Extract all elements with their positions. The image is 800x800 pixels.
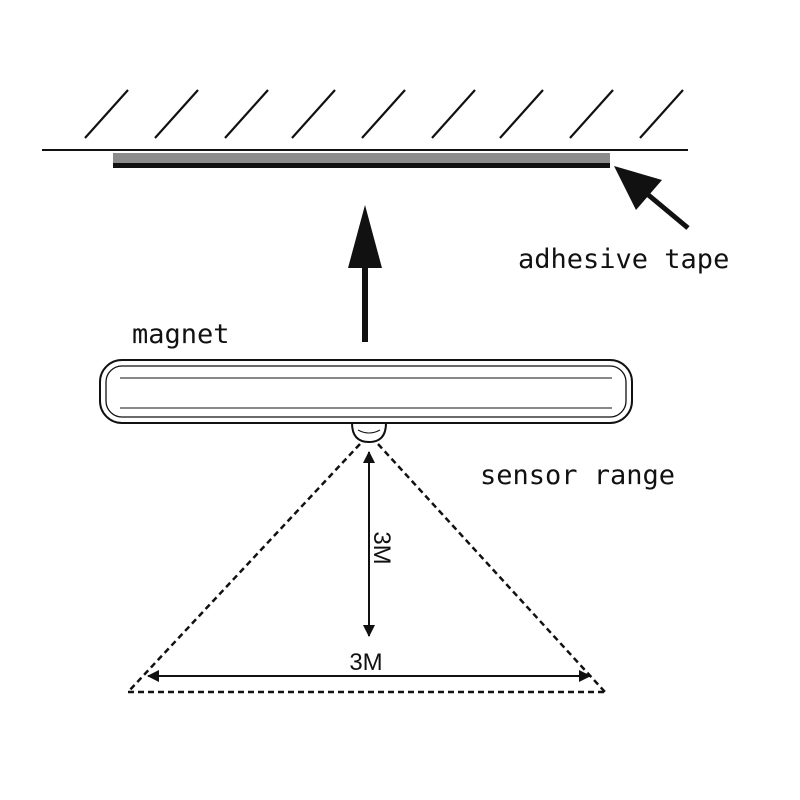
adhesive-tape-strip bbox=[113, 153, 610, 168]
adhesive-tape-label: adhesive tape bbox=[518, 244, 729, 275]
sensor-range-label: sensor range bbox=[480, 460, 675, 491]
detection-cone bbox=[127, 443, 606, 694]
motion-sensor bbox=[350, 422, 388, 444]
tape-pointer-arrow bbox=[614, 166, 690, 230]
ceiling-surface bbox=[42, 89, 688, 151]
light-bar bbox=[99, 359, 633, 424]
mounting-direction-arrow bbox=[348, 205, 382, 342]
width-dimension-label: 3M bbox=[349, 649, 382, 676]
ceiling-hatching bbox=[84, 89, 684, 139]
magnet-label: magnet bbox=[132, 319, 230, 350]
height-dimension-label: 3M bbox=[368, 531, 395, 564]
